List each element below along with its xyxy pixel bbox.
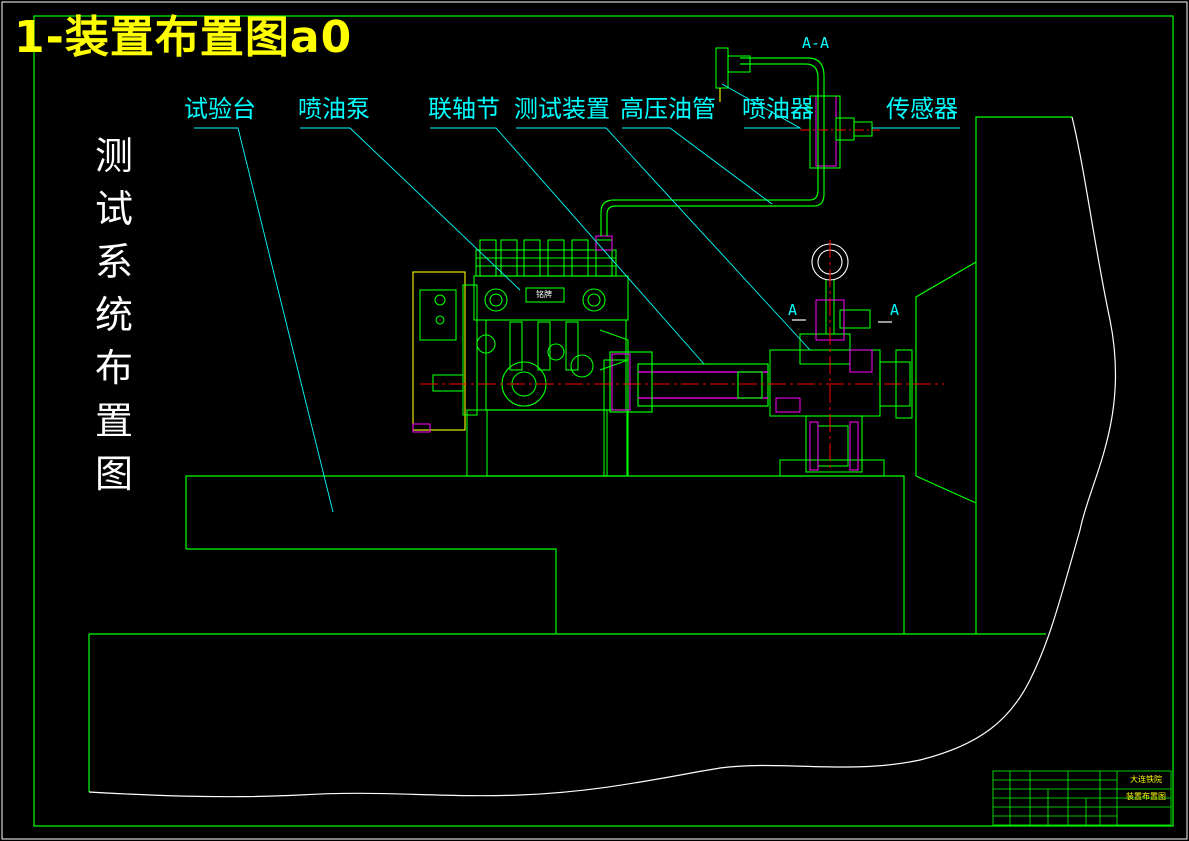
- title-block: [992, 770, 1172, 826]
- high-pressure-pipe: [600, 57, 825, 236]
- leader-hp-pipe: [622, 127, 773, 205]
- centerlines: [420, 129, 944, 470]
- label-coupling: 联轴节: [428, 95, 500, 123]
- delivery-valves: [476, 239, 616, 277]
- label-test-bench: 试验台: [184, 95, 256, 123]
- drawing-frame: [33, 15, 1174, 827]
- injector: [715, 47, 841, 169]
- label-injection-pump: 喷油泵: [298, 95, 370, 123]
- vertical-title: 测 试 系 统 布 置 图: [92, 130, 136, 501]
- title-block-school: 大连铁院: [1130, 775, 1162, 784]
- vertical-title-char: 系: [94, 240, 133, 284]
- coupling: [609, 351, 769, 413]
- leader-injection-pump: [300, 127, 521, 291]
- sensor: [835, 117, 873, 141]
- section-mark-right: A: [890, 301, 900, 319]
- leader-injector: [721, 83, 802, 129]
- pump-nameplate: 铭牌: [536, 290, 552, 299]
- label-test-device: 测试装置: [514, 95, 610, 123]
- section-marks: [792, 319, 892, 323]
- leader-lines: [194, 83, 960, 513]
- vertical-title-char: 统: [94, 293, 133, 337]
- test-bench: [88, 116, 1072, 792]
- section-mark-top: A-A: [802, 34, 830, 52]
- governor: [412, 271, 478, 431]
- drawing-title: 1-装置布置图a0: [14, 12, 353, 63]
- leader-test-device: [516, 127, 811, 351]
- vertical-title-char: 布: [94, 346, 133, 390]
- vertical-title-char: 测: [94, 134, 133, 178]
- break-line: [88, 116, 1117, 798]
- label-sensor: 传感器: [886, 95, 958, 123]
- label-hp-pipe: 高压油管: [620, 95, 716, 123]
- section-mark-left: A: [788, 301, 798, 319]
- section-hatching: [412, 95, 873, 471]
- label-injector: 喷油器: [742, 95, 814, 123]
- injection-pump: [473, 239, 629, 411]
- test-device: [769, 243, 913, 477]
- vertical-title-char: 试: [94, 187, 133, 231]
- pump-base: [466, 359, 629, 477]
- title-block-drawing-name: 装置布置图: [1126, 792, 1166, 801]
- vertical-title-char: 置: [94, 399, 133, 443]
- vertical-title-char: 图: [94, 452, 133, 496]
- leader-coupling: [430, 127, 705, 365]
- leader-test-bench: [194, 127, 334, 513]
